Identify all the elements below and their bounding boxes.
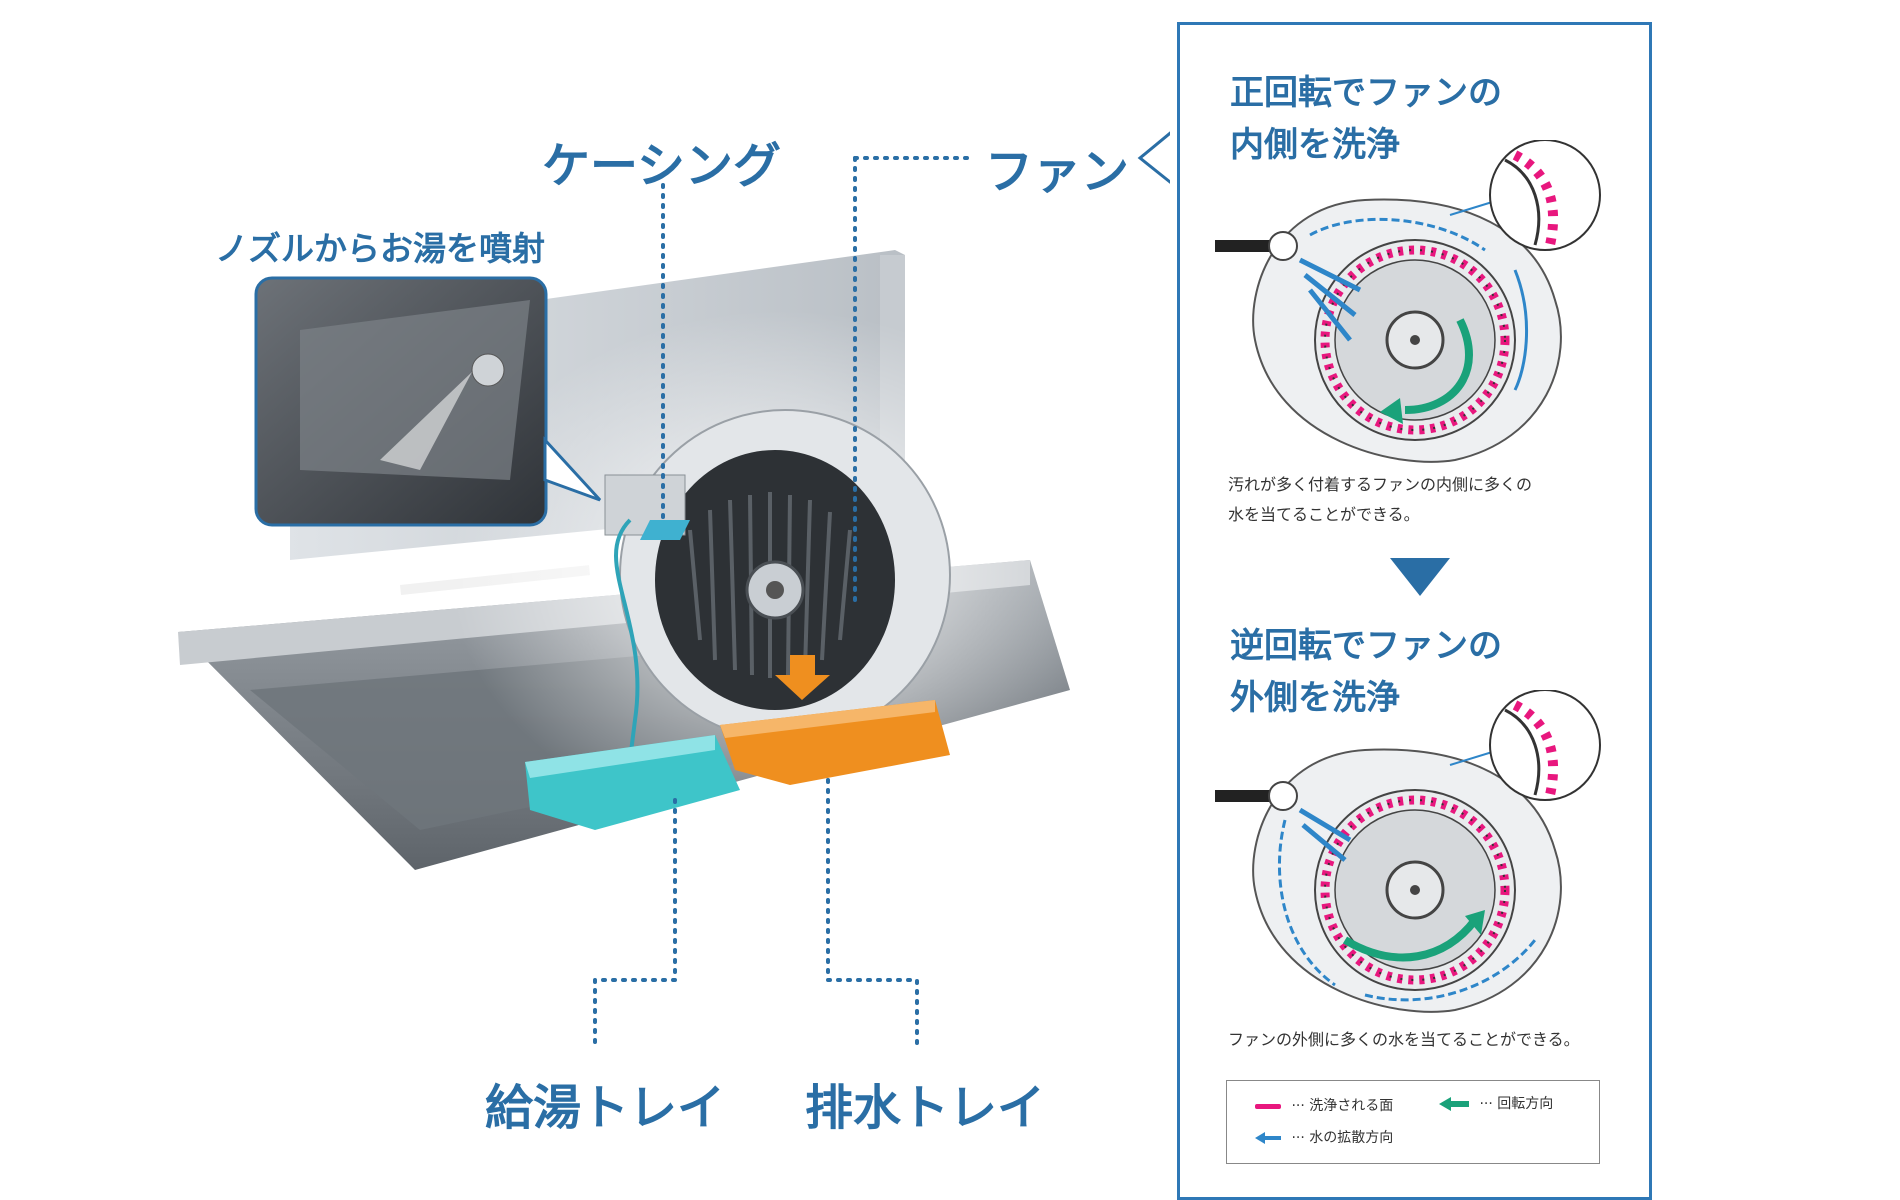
supply-tray-label: 給湯トレイ (485, 1080, 726, 1136)
blue-arrow-icon (1255, 1132, 1281, 1144)
reverse-title-line2: 外側を洗浄 (1230, 678, 1400, 718)
nozzle-photo-inset (254, 276, 602, 527)
forward-description: 汚れが多く付着するファンの内側に多くの 水を当てることができる。 (1228, 470, 1532, 530)
forward-title: 正回転でファンの 内側を洗浄 (1230, 67, 1502, 171)
legend: ··· 洗浄される面 ··· 回転方向 ··· 水の拡散方向 (1226, 1080, 1600, 1164)
reverse-title-line1: 逆回転でファンの (1230, 626, 1502, 666)
cleaning-explanation-panel: 正回転でファンの 内側を洗浄 汚れが多く付着するファンの内側に多くの 水を当てる… (1177, 22, 1652, 1200)
legend-washed-surface-label: 洗浄される面 (1309, 1098, 1394, 1114)
range-hood-illustration (178, 131, 1170, 1052)
legend-rotation-direction: ··· 回転方向 (1439, 1093, 1553, 1113)
reverse-description: ファンの外側に多くの水を当てることができる。 (1228, 1030, 1580, 1049)
pink-line-icon (1255, 1103, 1281, 1109)
reverse-title: 逆回転でファンの 外側を洗浄 (1230, 620, 1502, 724)
rotation-arrow (1404, 318, 1473, 414)
forward-rotation-diagram (1215, 140, 1601, 463)
forward-desc-line2: 水を当てることができる。 (1228, 505, 1420, 524)
water-spread-arrows (1298, 257, 1362, 342)
triangle-down-icon (1390, 558, 1450, 596)
legend-water-spread-label: 水の拡散方向 (1309, 1130, 1394, 1146)
reverse-rotation-diagram (1215, 690, 1601, 1013)
water-hose (614, 518, 640, 761)
leader-lines (593, 156, 977, 1052)
legend-rotation-direction-label: 回転方向 (1497, 1096, 1554, 1112)
forward-title-line1: 正回転でファンの (1230, 73, 1502, 113)
legend-water-spread: ··· 水の拡散方向 (1255, 1127, 1393, 1147)
fan-blades (688, 492, 852, 678)
fan-label: ファン (985, 144, 1130, 200)
casing-label: ケーシング (542, 138, 782, 194)
drain-tray-label: 排水トレイ (805, 1080, 1046, 1136)
green-arrow-icon (1439, 1097, 1469, 1111)
legend-dots: ··· (1291, 1098, 1305, 1114)
legend-washed-surface: ··· 洗浄される面 (1255, 1095, 1393, 1115)
forward-title-line2: 内側を洗浄 (1230, 125, 1400, 165)
forward-desc-line1: 汚れが多く付着するファンの内側に多くの (1228, 475, 1533, 494)
nozzle-label: ノズルからお湯を噴射 (215, 229, 545, 268)
